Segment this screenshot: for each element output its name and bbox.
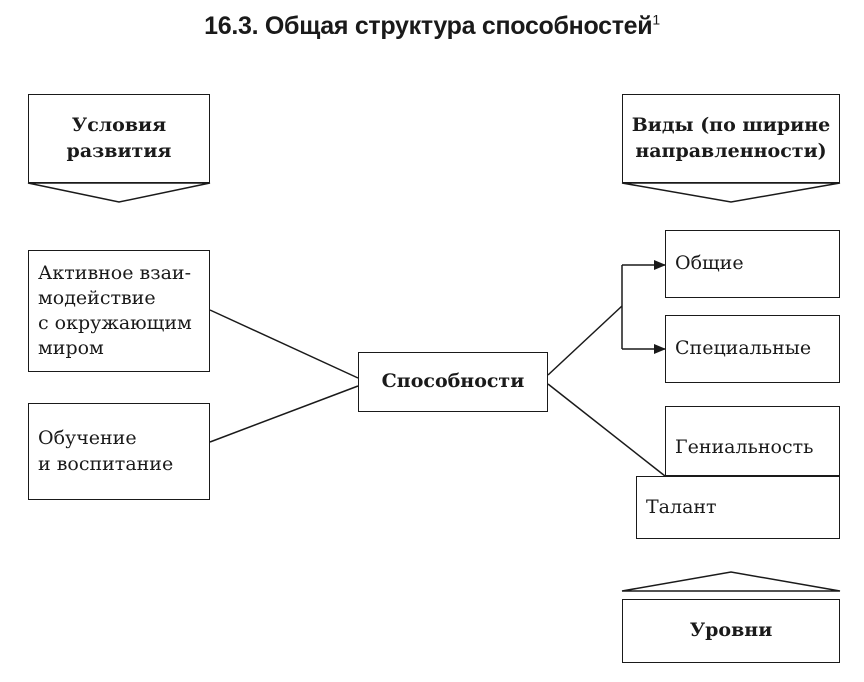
condition-box-education: Обучение и воспитание	[28, 403, 210, 500]
kind-general-label: Общие	[675, 252, 744, 275]
kind-special-label: Специальные	[675, 337, 812, 360]
kind-box-general: Общие	[665, 230, 840, 298]
line-interaction-to-center	[209, 309, 359, 379]
condition-interaction-line3: с окружающим	[38, 312, 192, 334]
diagram-title: 16.3. Общая структура способностей1	[0, 12, 864, 41]
title-footnote-mark: 1	[652, 11, 660, 28]
kinds-header-line1: Виды (по ширине	[631, 114, 831, 137]
conditions-chevron	[27, 182, 211, 203]
title-text: 16.3. Общая структура способностей	[204, 12, 653, 40]
line-education-to-center	[209, 385, 359, 443]
level-box-genius: Гениальность	[665, 406, 840, 476]
abilities-box: Способности	[358, 352, 548, 412]
condition-box-interaction: Активное взаи- модействие с окружающим м…	[28, 250, 210, 372]
kind-box-special: Специальные	[665, 315, 840, 383]
conditions-header-line2: развития	[66, 139, 172, 162]
level-box-talent: Талант	[636, 476, 840, 539]
level-genius-label: Гениальность	[675, 436, 814, 458]
condition-interaction-line4: миром	[38, 337, 104, 360]
line-center-to-kinds	[547, 305, 623, 376]
levels-header-box: Уровни	[622, 599, 840, 663]
abilities-label: Способности	[381, 370, 525, 393]
levels-chevron	[621, 571, 841, 592]
condition-education-line1: Обучение	[38, 427, 137, 450]
condition-interaction-line1: Активное взаи-	[38, 261, 191, 284]
condition-interaction-line2: модействие	[38, 286, 156, 309]
levels-header-label: Уровни	[689, 619, 773, 642]
level-talent-label: Талант	[646, 495, 717, 518]
line-center-to-levels	[547, 383, 666, 477]
conditions-header-line1: Условия	[71, 114, 167, 137]
condition-education-line2: и воспитание	[38, 452, 174, 475]
kinds-chevron	[621, 182, 841, 203]
kinds-header-line2: направленности)	[635, 139, 827, 162]
